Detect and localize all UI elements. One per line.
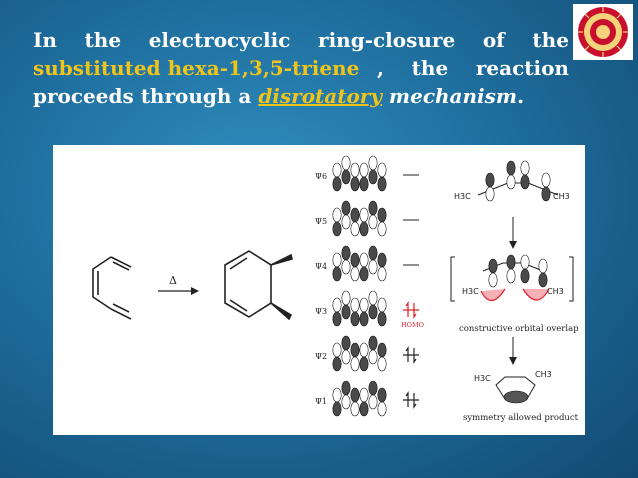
overlap-caption: constructive orbital overlap <box>459 324 579 334</box>
p-orbital <box>341 290 351 320</box>
title-word: reaction <box>475 56 569 80</box>
down-arrow <box>509 357 517 365</box>
p-orbital <box>350 162 360 192</box>
p-orbital <box>368 155 378 185</box>
p-orbital <box>359 342 369 372</box>
p-orbital <box>359 297 369 327</box>
p-orbital <box>368 335 378 365</box>
p-orbital <box>368 245 378 275</box>
product-caption: symmetry allowed product <box>463 413 579 423</box>
mo-label: Ψ3 <box>315 307 327 316</box>
mo-level: Ψ2 <box>315 335 419 372</box>
slide-title: In the electrocyclic ring-closure of the… <box>33 26 569 110</box>
p-orbital <box>332 162 342 192</box>
mo-label: Ψ6 <box>315 172 327 181</box>
mo-level: Ψ6 <box>315 155 419 192</box>
disrotatory-mechanism: H3C CH3 H3C <box>450 160 579 423</box>
p-orbital <box>377 297 387 327</box>
p-orbital <box>368 290 378 320</box>
p-orbital <box>350 252 360 282</box>
p-orbital <box>359 207 369 237</box>
mo-level: Ψ1 <box>315 380 419 417</box>
mo-label: Ψ5 <box>315 217 327 226</box>
product-orbital: H3C CH3 <box>474 370 552 404</box>
title-word: the <box>84 28 122 52</box>
p-orbital <box>377 252 387 282</box>
mechanism-highlight: disrotatory <box>258 84 382 108</box>
title-word: electrocyclic <box>148 28 291 52</box>
down-arrow <box>509 241 517 249</box>
title-line-2: substituted hexa-1,3,5-triene, the react… <box>33 54 569 82</box>
p-orbital <box>368 380 378 410</box>
mo-level: Ψ4 <box>315 245 419 282</box>
p-orbital <box>377 207 387 237</box>
p-orbital <box>332 207 342 237</box>
p-orbital <box>368 200 378 230</box>
ts-methyl-right: CH3 <box>547 287 564 296</box>
p-orbital <box>341 155 351 185</box>
title-text: proceeds through a <box>33 84 259 108</box>
p-orbital <box>359 252 369 282</box>
filled-level-electrons <box>403 391 419 409</box>
ts-methyl-left: H3C <box>462 287 479 296</box>
title-word: the <box>532 28 569 52</box>
p-orbital <box>332 387 342 417</box>
hexatriene-structure <box>92 256 132 320</box>
title-word: of <box>482 28 505 52</box>
homo-label: HOMO <box>401 321 424 329</box>
mo-label: Ψ2 <box>315 352 327 361</box>
mo-level: Ψ5 <box>315 200 419 237</box>
heat-arrow: Δ <box>158 274 199 295</box>
title-text: mechanism <box>381 84 518 108</box>
p-orbital <box>350 207 360 237</box>
title-line-3: proceeds through a disrotatory mechanism… <box>33 82 569 110</box>
p-orbital <box>350 297 360 327</box>
university-seal-logo <box>573 4 633 60</box>
mo-label: Ψ4 <box>315 262 327 271</box>
product-methyl-right: CH3 <box>535 370 552 379</box>
p-orbital <box>350 342 360 372</box>
title-word: ring-closure <box>318 28 456 52</box>
p-orbital <box>359 387 369 417</box>
p-orbital <box>359 162 369 192</box>
heat-symbol: Δ <box>169 274 177 287</box>
p-orbital <box>377 342 387 372</box>
p-orbital <box>341 245 351 275</box>
homo-orbital-top: H3C CH3 <box>454 160 570 202</box>
mo-label: Ψ1 <box>315 397 327 406</box>
p-orbital <box>377 387 387 417</box>
methyl-right-label: CH3 <box>553 192 570 201</box>
transition-state: H3C CH3 <box>450 254 574 302</box>
p-orbital <box>377 162 387 192</box>
p-orbital <box>350 387 360 417</box>
title-comma: , <box>377 56 384 80</box>
filled-level-electrons <box>403 301 419 319</box>
title-word: In <box>33 28 57 52</box>
title-period: . <box>517 84 525 108</box>
p-orbital <box>332 297 342 327</box>
filled-level-electrons <box>403 346 419 364</box>
product-methyl-left: H3C <box>474 374 491 383</box>
compound-highlight: substituted hexa-1,3,5-triene <box>33 56 360 80</box>
p-orbital <box>332 252 342 282</box>
p-orbital <box>341 380 351 410</box>
methyl-left-label: H3C <box>454 192 471 201</box>
cyclohexadiene-product <box>224 250 293 321</box>
title-word: the <box>411 56 449 80</box>
title-line-1: In the electrocyclic ring-closure of the <box>33 26 569 54</box>
p-orbital <box>341 335 351 365</box>
p-orbital <box>332 342 342 372</box>
p-orbital <box>341 200 351 230</box>
